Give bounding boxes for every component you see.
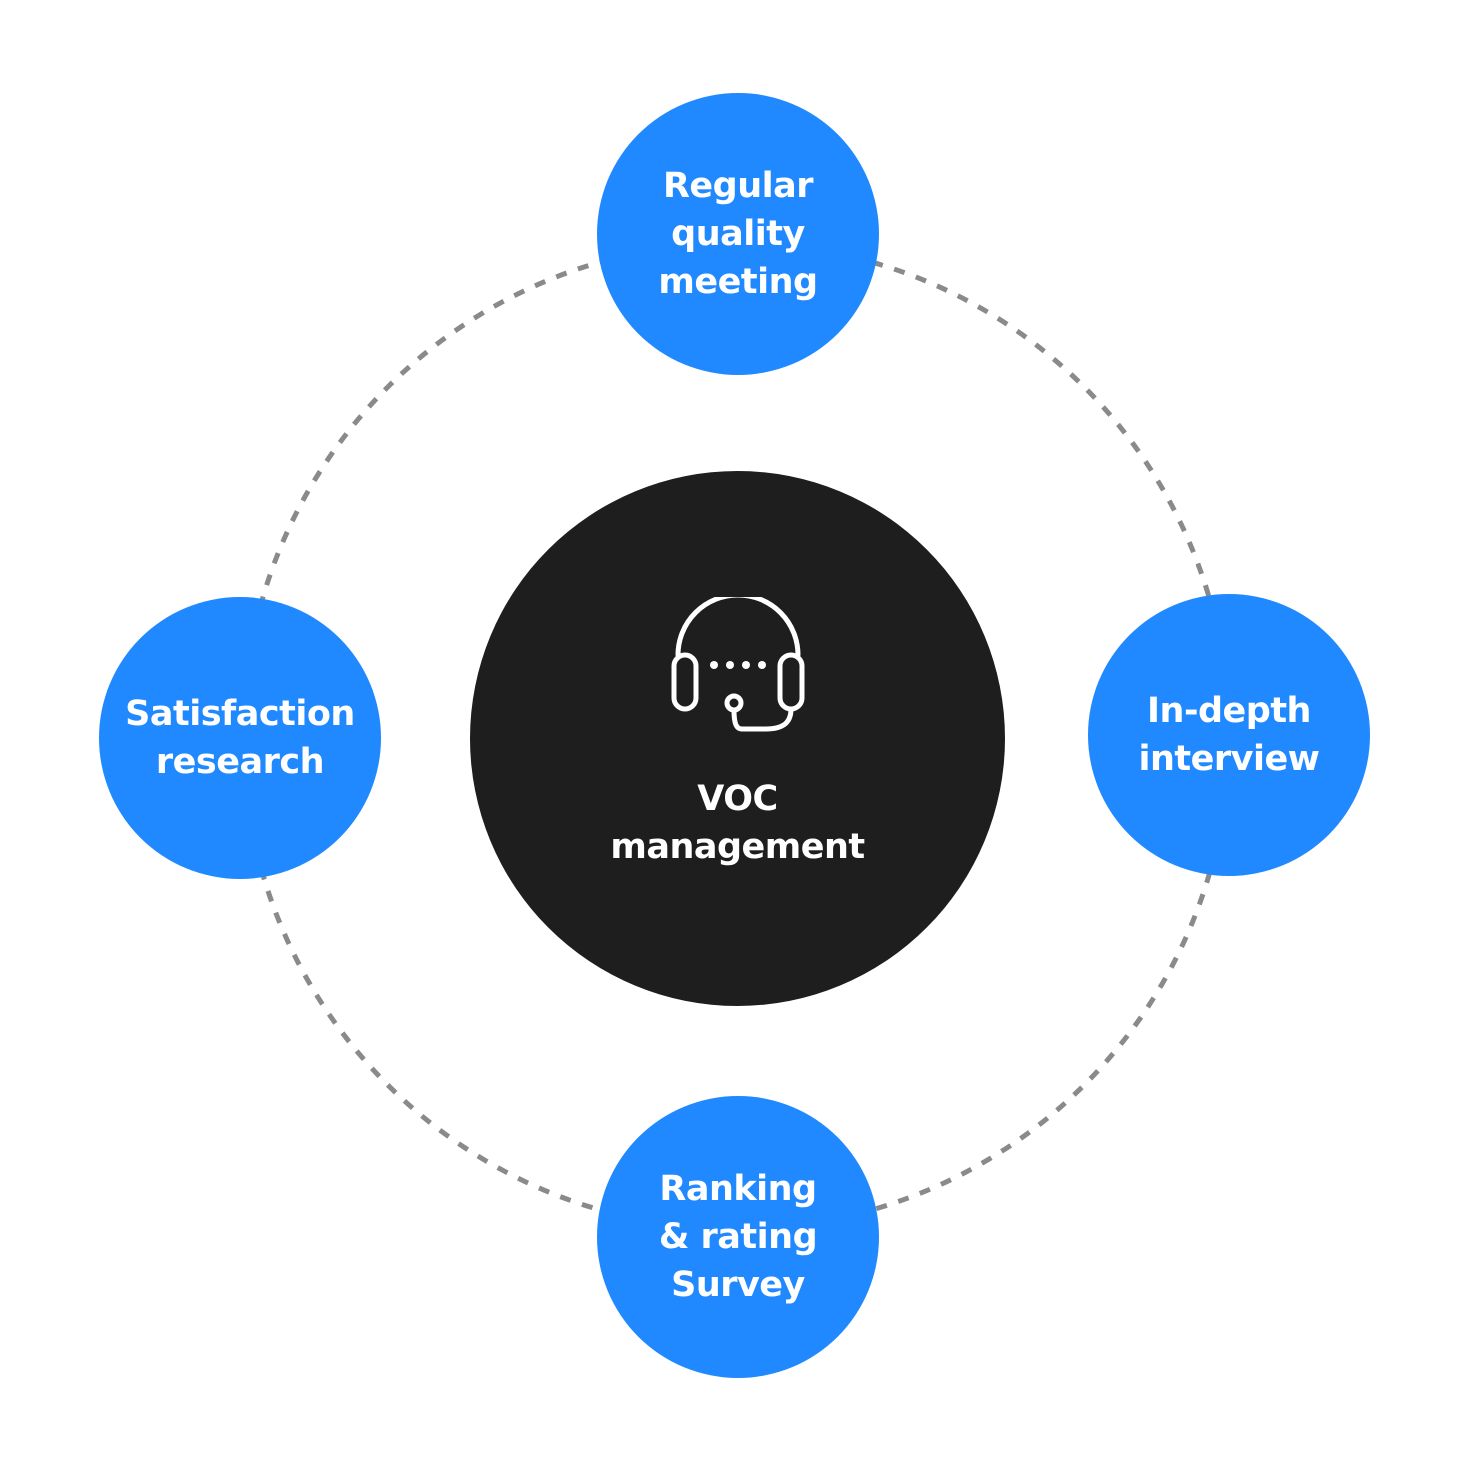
node-satisfaction-research: Satisfaction research <box>99 597 381 879</box>
node-ranking-rating-survey: Ranking & rating Survey <box>597 1096 879 1378</box>
node-in-depth-interview: In-depth interview <box>1088 594 1370 876</box>
node-label: In-depth interview <box>1138 691 1320 779</box>
node-label: Ranking & rating Survey <box>658 1169 818 1305</box>
node-label: Regular quality meeting <box>658 166 818 302</box>
center-label: VOC management <box>610 778 865 867</box>
center-node-voc-management: VOC management <box>470 471 1005 1006</box>
node-label: Satisfaction research <box>125 694 355 782</box>
headset-icon <box>671 596 804 731</box>
node-regular-quality-meeting: Regular quality meeting <box>597 93 879 375</box>
